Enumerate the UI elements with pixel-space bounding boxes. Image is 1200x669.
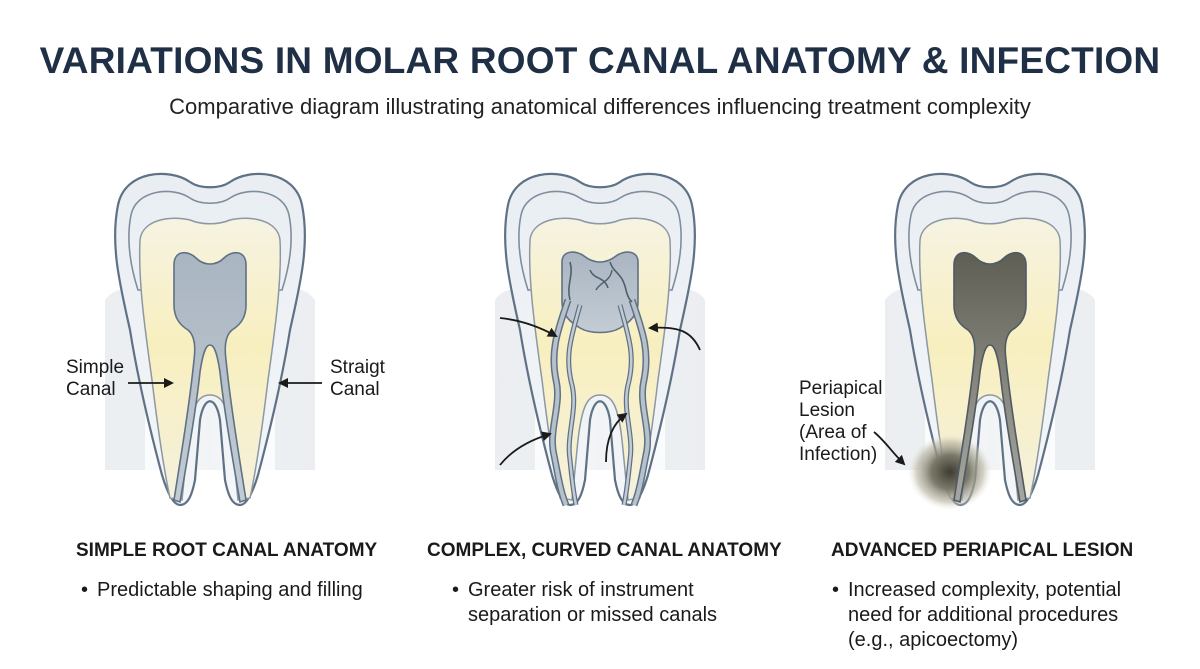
bullet-dot: •: [832, 579, 840, 601]
arrow-complex-1: [499, 317, 558, 337]
lesion-area: [908, 434, 992, 510]
label-straight-canal: Straigt Canal: [330, 357, 385, 400]
tooth-complex: [490, 172, 710, 507]
tooth-lesion: [880, 172, 1100, 510]
page-subtitle: Comparative diagram illustrating anatomi…: [169, 94, 1031, 119]
bullet-text: Predictable shaping and filling: [97, 579, 363, 601]
bullet-text: Increased complexity, potential need for…: [848, 579, 1122, 651]
bullet-dot: •: [452, 579, 460, 601]
arrow-lesion: [873, 431, 906, 466]
arrow-complex-3: [499, 431, 552, 466]
label-periapical-lesion: Periapical Lesion (Area of Infection): [799, 378, 883, 465]
annotation-arrows: [128, 317, 906, 466]
arrow-complex-4: [605, 412, 628, 463]
bullet-dot: •: [81, 579, 89, 601]
bullet-periapical-lesion: • Increased complexity, potential need f…: [832, 578, 1132, 653]
page-title: VARIATIONS IN MOLAR ROOT CANAL ANATOMY &…: [39, 40, 1161, 81]
heading-simple-anatomy: SIMPLE ROOT CANAL ANATOMY: [76, 540, 378, 561]
bullet-complex-anatomy: • Greater risk of instrument separation …: [452, 578, 737, 628]
heading-complex-anatomy: COMPLEX, CURVED CANAL ANATOMY: [427, 540, 782, 561]
tooth-simple: [100, 172, 320, 507]
bullet-simple-anatomy: • Predictable shaping and filling: [81, 578, 401, 603]
label-simple-canal: Simple Canal: [66, 357, 125, 400]
bullet-text: Greater risk of instrument separation or…: [468, 579, 718, 626]
arrow-complex-2: [648, 322, 701, 351]
heading-periapical-lesion: ADVANCED PERIAPICAL LESION: [831, 540, 1134, 561]
